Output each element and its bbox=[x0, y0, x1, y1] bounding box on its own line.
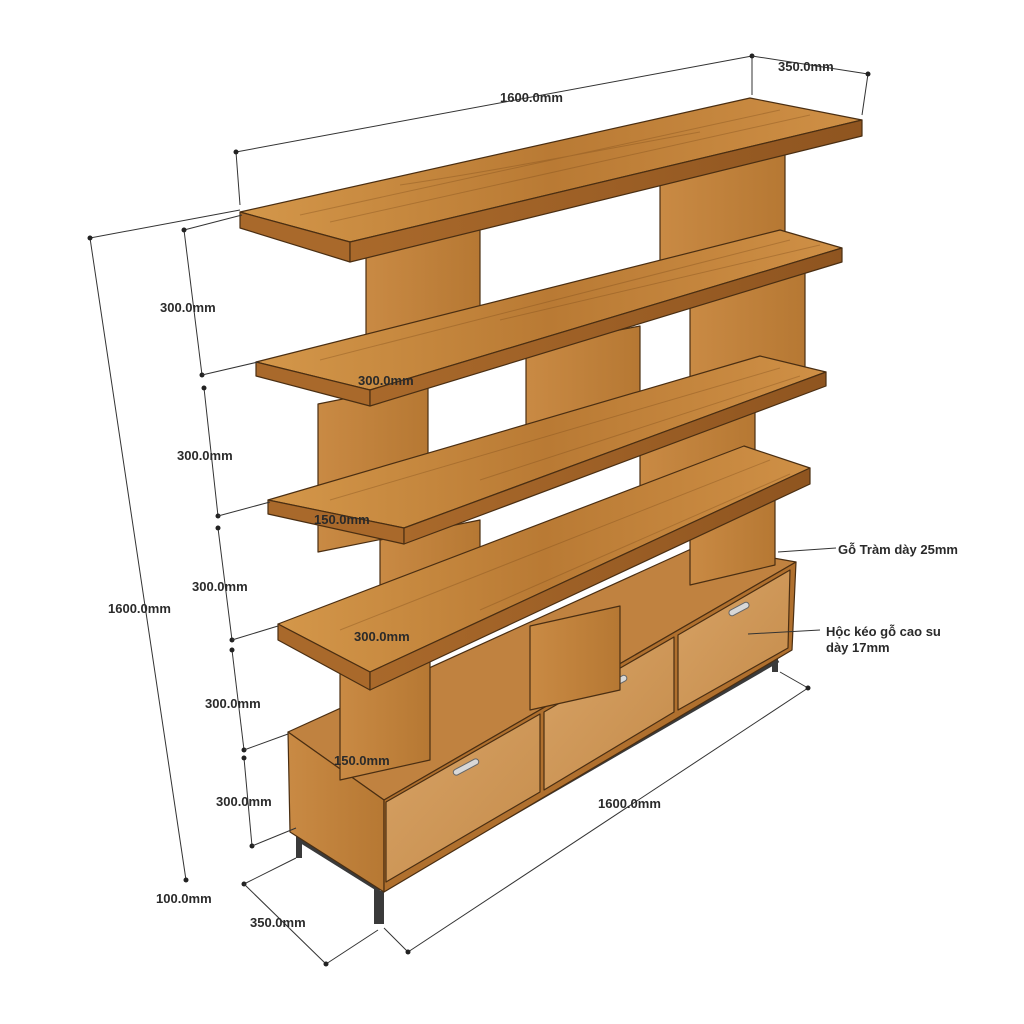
dim-shelf-step-4: 150.0mm bbox=[334, 753, 390, 768]
dimension-labels: 1600.0mm 350.0mm 1600.0mm 300.0mm 300.0m… bbox=[108, 59, 834, 930]
shelf-4 bbox=[277, 445, 811, 691]
dim-base-length: 1600.0mm bbox=[598, 796, 661, 811]
dim-shelf-step-3: 300.0mm bbox=[354, 629, 410, 644]
note-drawer-line1: Hộc kéo gỗ cao su bbox=[826, 624, 941, 639]
drawer-handle-3 bbox=[728, 601, 750, 617]
dimension-lines bbox=[87, 53, 871, 967]
shelf-2 bbox=[255, 229, 843, 407]
dim-top-depth: 350.0mm bbox=[778, 59, 834, 74]
dim-shelf-step-2: 150.0mm bbox=[314, 512, 370, 527]
dim-base-depth: 350.0mm bbox=[250, 915, 306, 930]
dim-spacing-5: 300.0mm bbox=[216, 794, 272, 809]
dim-spacing-3: 300.0mm bbox=[192, 579, 248, 594]
dim-spacing-1: 300.0mm bbox=[160, 300, 216, 315]
material-notes: Gỗ Tràm dày 25mm Hộc kéo gỗ cao su dày 1… bbox=[826, 542, 958, 655]
bookshelf bbox=[239, 97, 863, 924]
note-wood: Gỗ Tràm dày 25mm bbox=[838, 542, 958, 557]
drawer-3 bbox=[677, 569, 791, 711]
drawer-handle-1 bbox=[452, 758, 480, 776]
drawer-2 bbox=[543, 636, 675, 791]
shelf-3 bbox=[267, 355, 827, 545]
dim-spacing-4: 300.0mm bbox=[205, 696, 261, 711]
dim-leg-height: 100.0mm bbox=[156, 891, 212, 906]
dim-spacing-2: 300.0mm bbox=[177, 448, 233, 463]
shelf-top bbox=[239, 97, 863, 263]
dim-top-length: 1600.0mm bbox=[500, 90, 563, 105]
drawer-cabinet bbox=[287, 544, 797, 893]
dim-shelf-step-1: 300.0mm bbox=[358, 373, 414, 388]
dim-total-height: 1600.0mm bbox=[108, 601, 171, 616]
drawer-1 bbox=[385, 713, 541, 883]
note-drawer-line2: dày 17mm bbox=[826, 640, 890, 655]
